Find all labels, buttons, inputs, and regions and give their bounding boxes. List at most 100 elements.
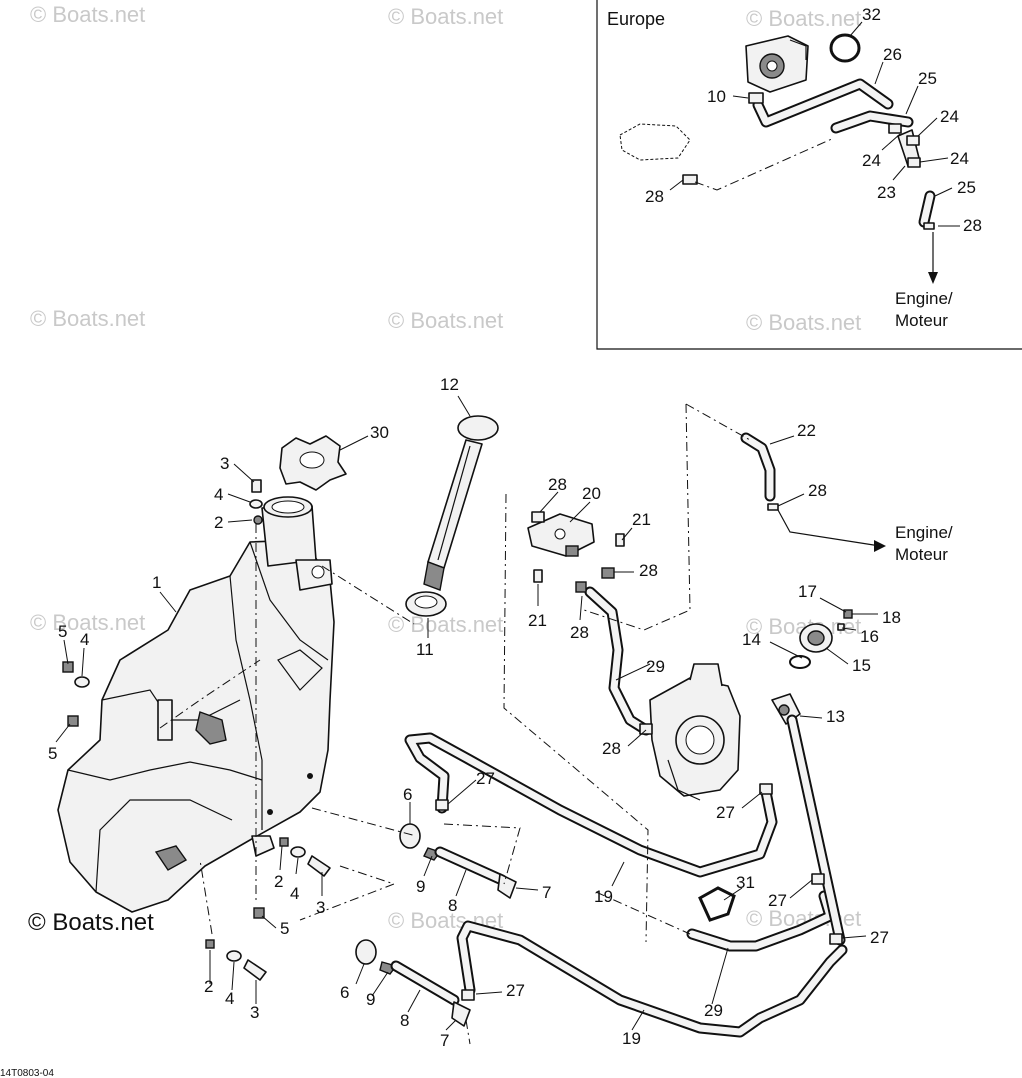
tank-outline (619, 123, 691, 161)
callout-number: 7 (542, 883, 551, 902)
callout-number: 28 (548, 475, 567, 494)
site-watermark: © Boats.net (28, 909, 154, 936)
leader-lines (55, 395, 878, 1031)
callout-number: 2 (274, 872, 283, 891)
callout-number: 5 (48, 744, 57, 763)
hose-clamp-icon (435, 723, 843, 1001)
valve-fitting-icon (355, 939, 471, 1027)
callout-number: 6 (340, 983, 349, 1002)
watermark: © Boats.net (388, 612, 503, 637)
callout-number: 7 (440, 1031, 449, 1050)
callout-number: 26 (883, 45, 902, 64)
hose-clamp-icon (888, 123, 902, 134)
destination-line1: Engine/ (895, 523, 953, 542)
callout-number: 4 (290, 884, 299, 903)
callout-number: 12 (440, 375, 459, 394)
hose-clamp-icon (682, 174, 698, 185)
callout-number: 10 (707, 87, 726, 106)
callout-number: 28 (570, 623, 589, 642)
hose-icon (740, 432, 779, 511)
callout-number: 2 (214, 513, 223, 532)
callout-number: 15 (852, 656, 871, 675)
hose-clamp-icon (906, 135, 920, 146)
callout-number: 5 (280, 919, 289, 938)
callout-number: 27 (768, 891, 787, 910)
main-assembly: Engine/ Moteur (57, 403, 953, 1045)
hose-clamp-icon (748, 92, 764, 104)
callout-number: 4 (214, 485, 223, 504)
callout-number: 31 (736, 873, 755, 892)
inset-heading: Europe (607, 9, 665, 29)
callout-number: 22 (797, 421, 816, 440)
callout-number: 28 (963, 216, 982, 235)
callout-number: 14 (742, 630, 761, 649)
hose-icon (456, 920, 848, 1038)
callout-number: 17 (798, 582, 817, 601)
hose-icon (584, 586, 652, 736)
europe-inset: Europe Engine/ Mot (596, 0, 1022, 350)
fuel-cap-icon (279, 435, 347, 491)
inset-destination-line2: Moteur (895, 311, 948, 330)
carburetor-icon (649, 663, 741, 801)
callout-number: 4 (225, 989, 234, 1008)
callout-number: 30 (370, 423, 389, 442)
callout-number: 19 (594, 887, 613, 906)
callout-number: 16 (860, 627, 879, 646)
callout-number: 11 (416, 640, 434, 659)
callout-number: 32 (862, 5, 881, 24)
fuel-pump-icon (745, 35, 809, 93)
callout-number: 3 (316, 898, 325, 917)
callout-number: 27 (716, 803, 735, 822)
callout-number: 25 (918, 69, 937, 88)
callout-number: 24 (950, 149, 969, 168)
watermark: © Boats.net (388, 308, 503, 333)
callout-number: 18 (882, 608, 901, 627)
inset-frame (596, 0, 1022, 350)
callout-number: 24 (940, 107, 959, 126)
hose-icon (404, 732, 778, 878)
callout-number: 29 (704, 1001, 723, 1020)
callout-number: 19 (622, 1029, 641, 1048)
inset-callouts: 32 26 25 24 24 24 23 25 28 10 28 (645, 5, 982, 235)
callout-number: 1 (152, 573, 161, 592)
figure-reference: 14T0803-04 (0, 1068, 54, 1078)
watermark: © Boats.net (30, 306, 145, 331)
inset-destination-line1: Engine/ (895, 289, 953, 308)
callout-number: 29 (646, 657, 665, 676)
watermark: © Boats.net (30, 2, 145, 27)
callout-number: 2 (204, 977, 213, 996)
fuel-filter-icon (771, 609, 853, 946)
callout-number: 3 (250, 1003, 259, 1022)
hose-clamp-icon (698, 886, 736, 922)
callout-number: 24 (862, 151, 881, 170)
callout-number: 8 (448, 896, 457, 915)
callout-number: 13 (826, 707, 845, 726)
hose-clamp-icon (907, 157, 921, 168)
callout-number: 28 (602, 739, 621, 758)
callout-number: 9 (416, 877, 425, 896)
watermark: © Boats.net (388, 4, 503, 29)
callout-number: 28 (639, 561, 658, 580)
callout-number: 28 (808, 481, 827, 500)
destination-line2: Moteur (895, 545, 948, 564)
hose-clamp-icon (829, 33, 861, 63)
watermark: © Boats.net (746, 6, 861, 31)
callout-number: 21 (528, 611, 547, 630)
fuel-pump-plate-icon (527, 511, 625, 593)
callout-number: 8 (400, 1011, 409, 1030)
callout-number: 28 (645, 187, 664, 206)
callout-number: 25 (957, 178, 976, 197)
fuel-gauge-sender-icon (423, 415, 499, 591)
callout-number: 4 (80, 630, 89, 649)
grommet-icon (405, 591, 447, 617)
callout-number: 6 (403, 785, 412, 804)
callout-number: 9 (366, 990, 375, 1009)
fuel-tank-icon (57, 496, 335, 913)
main-callouts: 12 30 3 4 2 1 5 4 5 11 28 20 21 28 21 28… (48, 375, 901, 1050)
callout-number: 5 (58, 622, 67, 641)
watermarks: © Boats.net © Boats.net © Boats.net © Bo… (30, 2, 861, 933)
valve-fitting-icon (399, 823, 517, 899)
fastener-icon (62, 479, 331, 981)
callout-number: 23 (877, 183, 896, 202)
callout-number: 3 (220, 454, 229, 473)
